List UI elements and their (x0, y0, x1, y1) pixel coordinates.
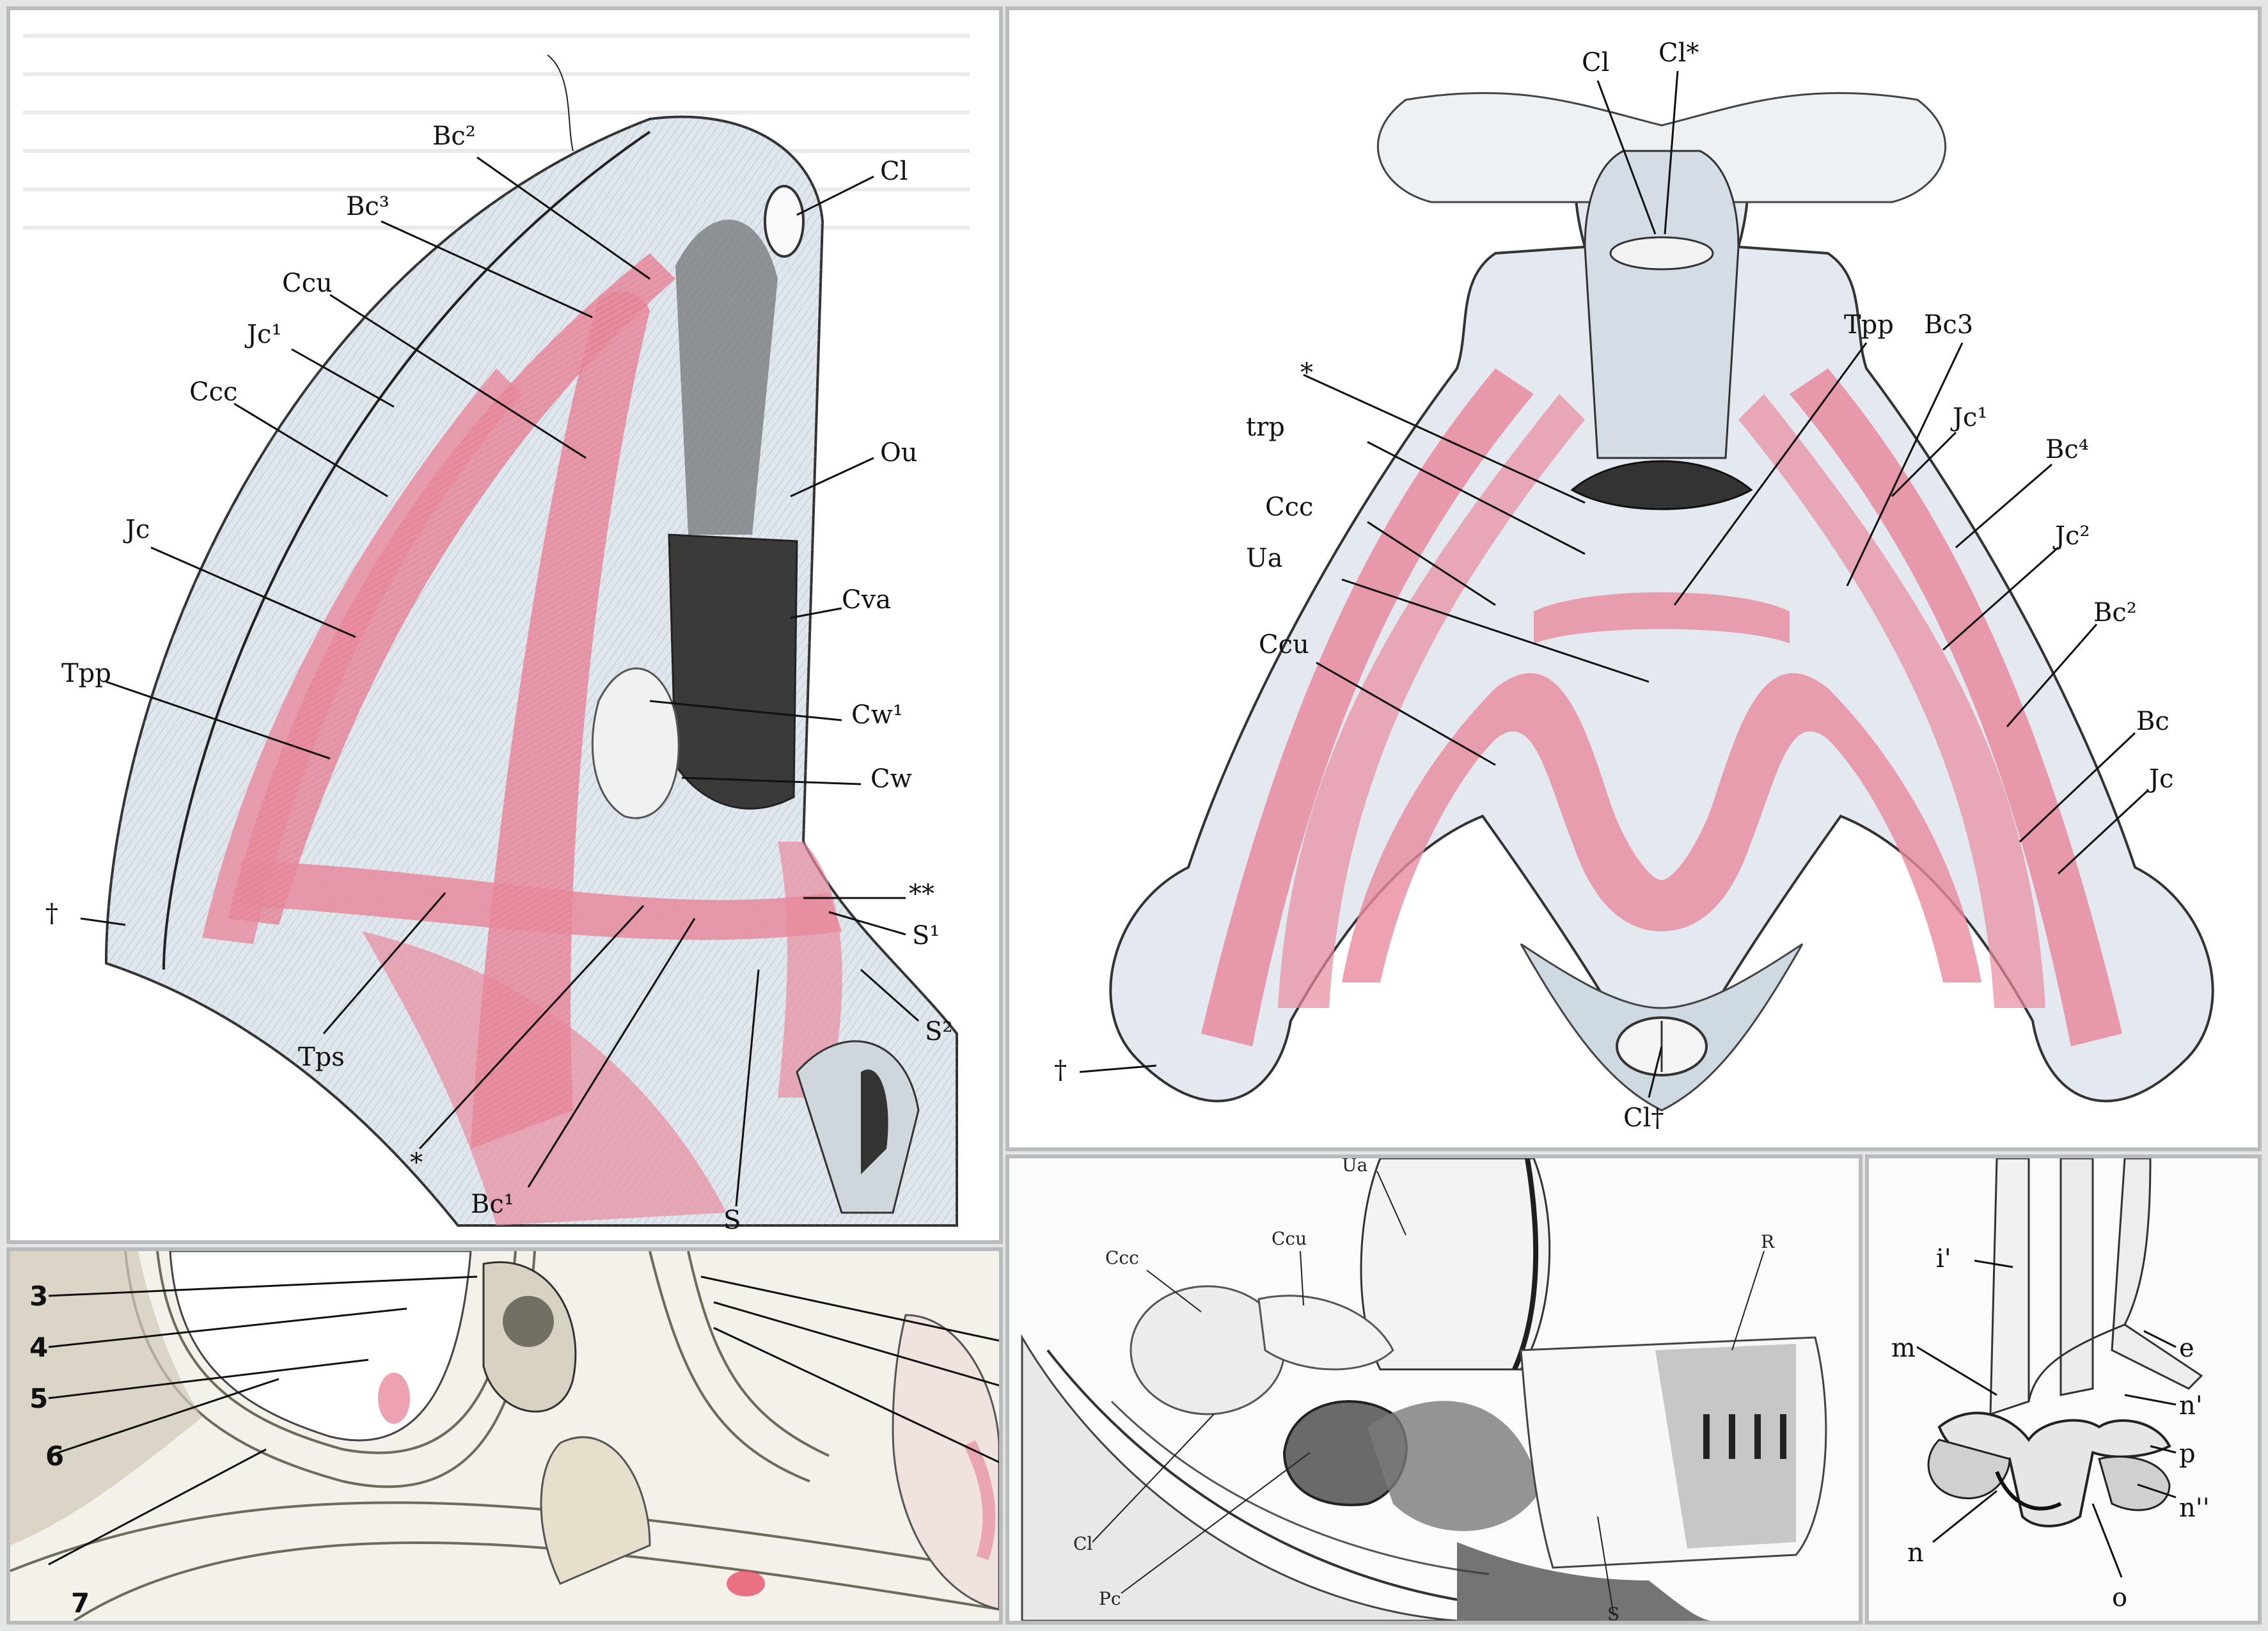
vessel-detail-illustration: i' m e n' p n n'' o (1869, 1158, 2258, 1621)
label-bc2-right: Bc² (2093, 598, 2137, 627)
cavity-cva (668, 533, 798, 810)
label-ccc: Ccc (189, 377, 237, 407)
label-ccu-sagittal: Ccu (1272, 1228, 1307, 1249)
label-s1: S¹ (912, 921, 940, 950)
label-r: R (1761, 1231, 1775, 1252)
numbered-leader-lines (48, 1275, 999, 1566)
label-ccc-right: Ccc (1265, 492, 1313, 522)
vessel-leader-lines (1916, 1259, 2177, 1578)
label-ccc-sagittal: Ccc (1105, 1247, 1139, 1268)
label-cl-star: Cl* (1658, 38, 1699, 68)
label-jc1: Jc¹ (244, 320, 281, 349)
label-cva: Cva (842, 585, 891, 615)
label-number-6: 6 (45, 1440, 64, 1472)
leader-lines (80, 156, 919, 1207)
label-s2: S² (925, 1017, 952, 1046)
label-tpp-right: Tpp (1844, 310, 1894, 340)
panel-frontal-view: Cl Cl* Tpp Bc3 * trp Jc¹ Bc⁴ Ccc Ua Jc² … (1005, 6, 2262, 1151)
structure-r (1655, 1344, 1796, 1548)
label-asterisk: * (410, 1148, 423, 1178)
label-jc2: Jc² (2052, 521, 2090, 551)
label-i-prime: i' (1936, 1244, 1951, 1273)
label-asterisk-right: * (1300, 358, 1313, 388)
label-number-4: 4 (29, 1332, 48, 1363)
label-ou: Ou (880, 438, 918, 468)
sagittal-section-illustration: Ua Ccu Ccc R Cl Pc S (1009, 1158, 1859, 1621)
label-dagger: † (45, 899, 58, 928)
column-ua (1360, 1158, 1551, 1371)
label-cw1: Cw¹ (851, 700, 903, 730)
label-m: m (1891, 1334, 1916, 1363)
frontal-leader-lines (1079, 70, 2149, 1098)
label-dagger-right: † (1054, 1055, 1067, 1085)
label-n-double-prime: n'' (2179, 1493, 2210, 1523)
label-cl: Cl (880, 157, 908, 186)
structure-cw (591, 667, 680, 819)
sagittal-leader-lines (1092, 1170, 1765, 1616)
label-n-prime: n' (2179, 1391, 2203, 1421)
panel-lateral-view: Bc² Bc³ Cl Ccu Jc¹ Ccc Ou Jc Cva Tpp Cw¹… (6, 6, 1003, 1244)
muscle-arch (1342, 673, 1981, 982)
label-ccu: Ccu (282, 269, 333, 298)
label-s: S (723, 1206, 741, 1235)
label-bc4: Bc⁴ (2045, 435, 2089, 464)
label-bc3-right: Bc3 (1924, 310, 1973, 340)
label-n: n (1907, 1538, 1924, 1568)
label-number-3: 3 (29, 1280, 48, 1312)
label-cl-top: Cl (1582, 48, 1609, 77)
label-bc-right: Bc (2136, 707, 2170, 736)
label-tps: Tps (298, 1043, 345, 1072)
label-ccu-right: Ccu (1259, 630, 1309, 659)
label-bc3: Bc³ (346, 192, 390, 221)
label-number-5: 5 (29, 1383, 48, 1414)
muscle-jc-left (1201, 368, 1534, 1046)
label-tpp: Tpp (61, 659, 111, 688)
label-o: o (2112, 1583, 2127, 1612)
label-jc-right: Jc (2146, 764, 2173, 794)
label-trp: trp (1246, 413, 1285, 442)
label-pc: Pc (1099, 1588, 1121, 1609)
lateral-view-illustration: Bc² Bc³ Cl Ccu Jc¹ Ccc Ou Jc Cva Tpp Cw¹… (23, 34, 970, 1235)
panel-vessel-detail: i' m e n' p n n'' o (1865, 1154, 2262, 1625)
label-e: e (2179, 1334, 2194, 1363)
structure-ccu (1257, 1295, 1394, 1371)
label-jc: Jc (123, 515, 150, 544)
central-column (1584, 150, 1740, 459)
muscle-jc-right (1790, 368, 2122, 1046)
label-bc1: Bc¹ (471, 1190, 514, 1219)
label-cw: Cw (870, 764, 912, 794)
vessel-i-prime (1989, 1158, 2030, 1416)
label-number-7: 7 (71, 1588, 90, 1619)
label-cl-sagittal: Cl (1073, 1533, 1092, 1554)
panel-sagittal-section: Ua Ccu Ccc R Cl Pc S (1005, 1154, 1862, 1625)
muscle-trp (1534, 592, 1790, 643)
label-jc1-right: Jc¹ (1950, 403, 1987, 432)
label-s-sagittal: S (1607, 1603, 1619, 1621)
label-bc2: Bc² (432, 122, 476, 151)
numbered-section-illustration: 3 4 5 6 7 (10, 1251, 999, 1621)
panel-numbered-section: 3 4 5 6 7 (6, 1247, 1003, 1625)
structure-cl-top (1609, 236, 1714, 271)
structure-cl (764, 185, 805, 258)
opening (1570, 460, 1753, 510)
label-ua: Ua (1246, 544, 1283, 573)
label-p: p (2179, 1439, 2196, 1469)
label-cl-dagger: Cl† (1623, 1103, 1664, 1133)
label-double-asterisk: ** (909, 879, 934, 909)
frontal-view-illustration: Cl Cl* Tpp Bc3 * trp Jc¹ Bc⁴ Ccc Ua Jc² … (1054, 38, 2214, 1133)
label-ua-sagittal: Ua (1342, 1158, 1367, 1176)
